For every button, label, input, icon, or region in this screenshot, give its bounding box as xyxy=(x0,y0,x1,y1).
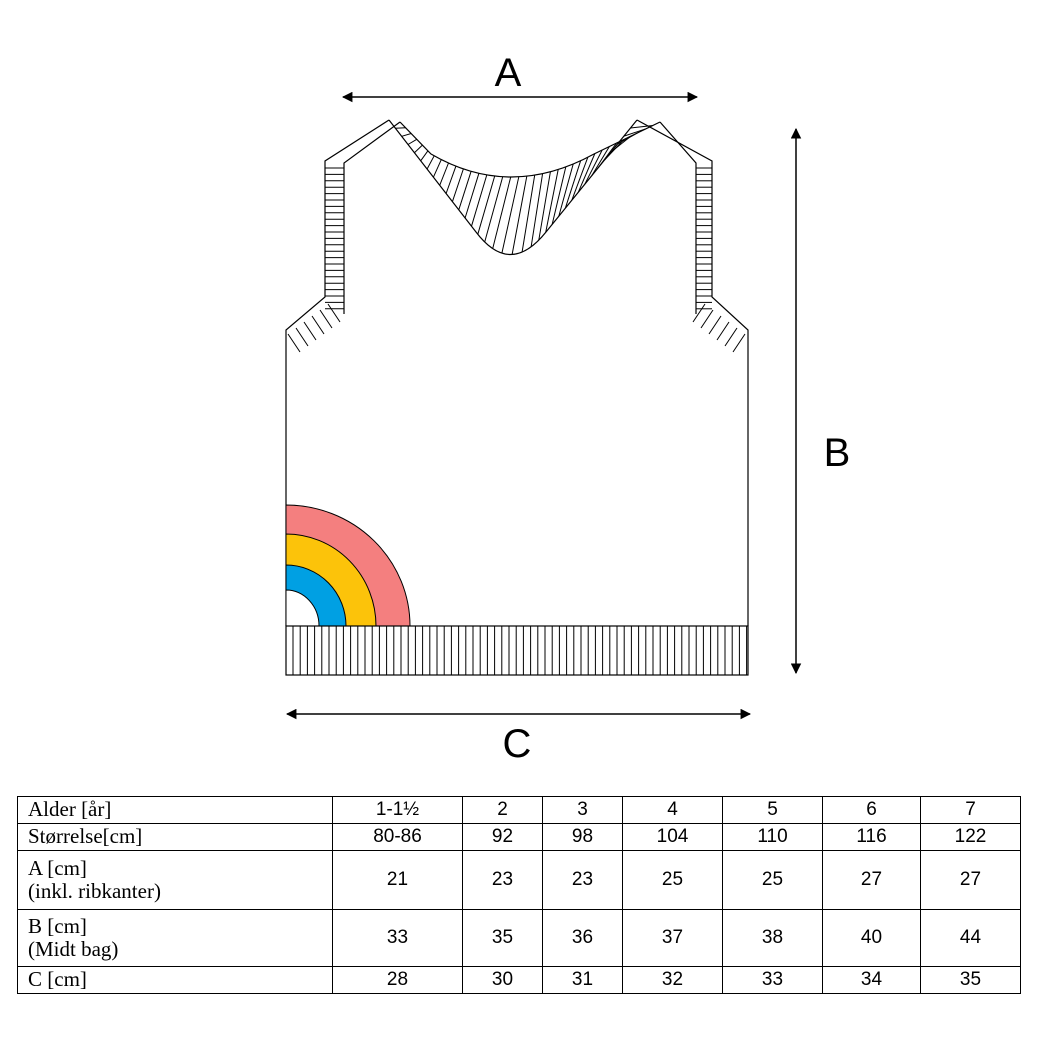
table-cell: 33 xyxy=(722,966,823,994)
dimension-a-label: A xyxy=(495,51,522,95)
header-cell: 2 xyxy=(462,796,543,824)
header-cell: 6 xyxy=(822,796,921,824)
table-row: C [cm] 28 30 31 32 33 34 35 xyxy=(17,966,1021,994)
table-cell: 38 xyxy=(722,909,823,967)
table-cell: 98 xyxy=(542,823,623,851)
row-label: C [cm] xyxy=(17,966,333,994)
row-label-sub: (Midt bag) xyxy=(28,937,119,961)
table-cell: 23 xyxy=(542,850,623,910)
header-label: Alder [år] xyxy=(17,796,333,824)
table-cell: 110 xyxy=(722,823,823,851)
table-cell: 92 xyxy=(462,823,543,851)
table-header-row: Alder [år] 1-1½ 2 3 4 5 6 7 xyxy=(17,796,1021,824)
row-label-main: B [cm] xyxy=(28,913,87,938)
dimension-c-label: C xyxy=(503,722,532,766)
table-cell: 35 xyxy=(462,909,543,967)
table-cell: 36 xyxy=(542,909,623,967)
table-cell: 28 xyxy=(332,966,463,994)
header-cell: 5 xyxy=(722,796,823,824)
table-row: B [cm](Midt bag) 33 35 36 37 38 40 44 xyxy=(17,909,1021,967)
rainbow-motif xyxy=(285,504,411,627)
table-cell: 31 xyxy=(542,966,623,994)
table-cell: 32 xyxy=(622,966,723,994)
row-label: A [cm](inkl. ribkanter) xyxy=(17,850,333,910)
table-cell: 30 xyxy=(462,966,543,994)
row-label: B [cm](Midt bag) xyxy=(17,909,333,967)
table-cell: 44 xyxy=(920,909,1021,967)
table-cell: 23 xyxy=(462,850,543,910)
header-cell: 3 xyxy=(542,796,623,824)
header-cell: 7 xyxy=(920,796,1021,824)
table-cell: 122 xyxy=(920,823,1021,851)
table-cell: 40 xyxy=(822,909,921,967)
neckline-ribbing xyxy=(395,125,653,255)
armhole-ribbing xyxy=(287,167,746,353)
table-cell: 25 xyxy=(722,850,823,910)
table-cell: 25 xyxy=(622,850,723,910)
table-cell: 27 xyxy=(822,850,921,910)
table-cell: 34 xyxy=(822,966,921,994)
size-table: Alder [år] 1-1½ 2 3 4 5 6 7 Størrelse[cm… xyxy=(17,796,1021,994)
table-cell: 21 xyxy=(332,850,463,910)
table-row: A [cm](inkl. ribkanter) 21 23 23 25 25 2… xyxy=(17,850,1021,910)
table-cell: 33 xyxy=(332,909,463,967)
table-cell: 35 xyxy=(920,966,1021,994)
table-cell: 116 xyxy=(822,823,921,851)
hem-ribbing xyxy=(285,625,749,676)
row-label-main: A [cm] xyxy=(28,855,87,880)
header-cell: 4 xyxy=(622,796,723,824)
dimension-b-label: B xyxy=(824,431,851,475)
table-cell: 80-86 xyxy=(332,823,463,851)
table-row: Størrelse[cm] 80-86 92 98 104 110 116 12… xyxy=(17,823,1021,851)
table-cell: 104 xyxy=(622,823,723,851)
row-label-sub: (inkl. ribkanter) xyxy=(28,879,161,903)
row-label: Størrelse[cm] xyxy=(17,823,333,851)
vest-schematic: A B C xyxy=(285,51,851,766)
table-cell: 27 xyxy=(920,850,1021,910)
header-cell: 1-1½ xyxy=(332,796,463,824)
table-cell: 37 xyxy=(622,909,723,967)
